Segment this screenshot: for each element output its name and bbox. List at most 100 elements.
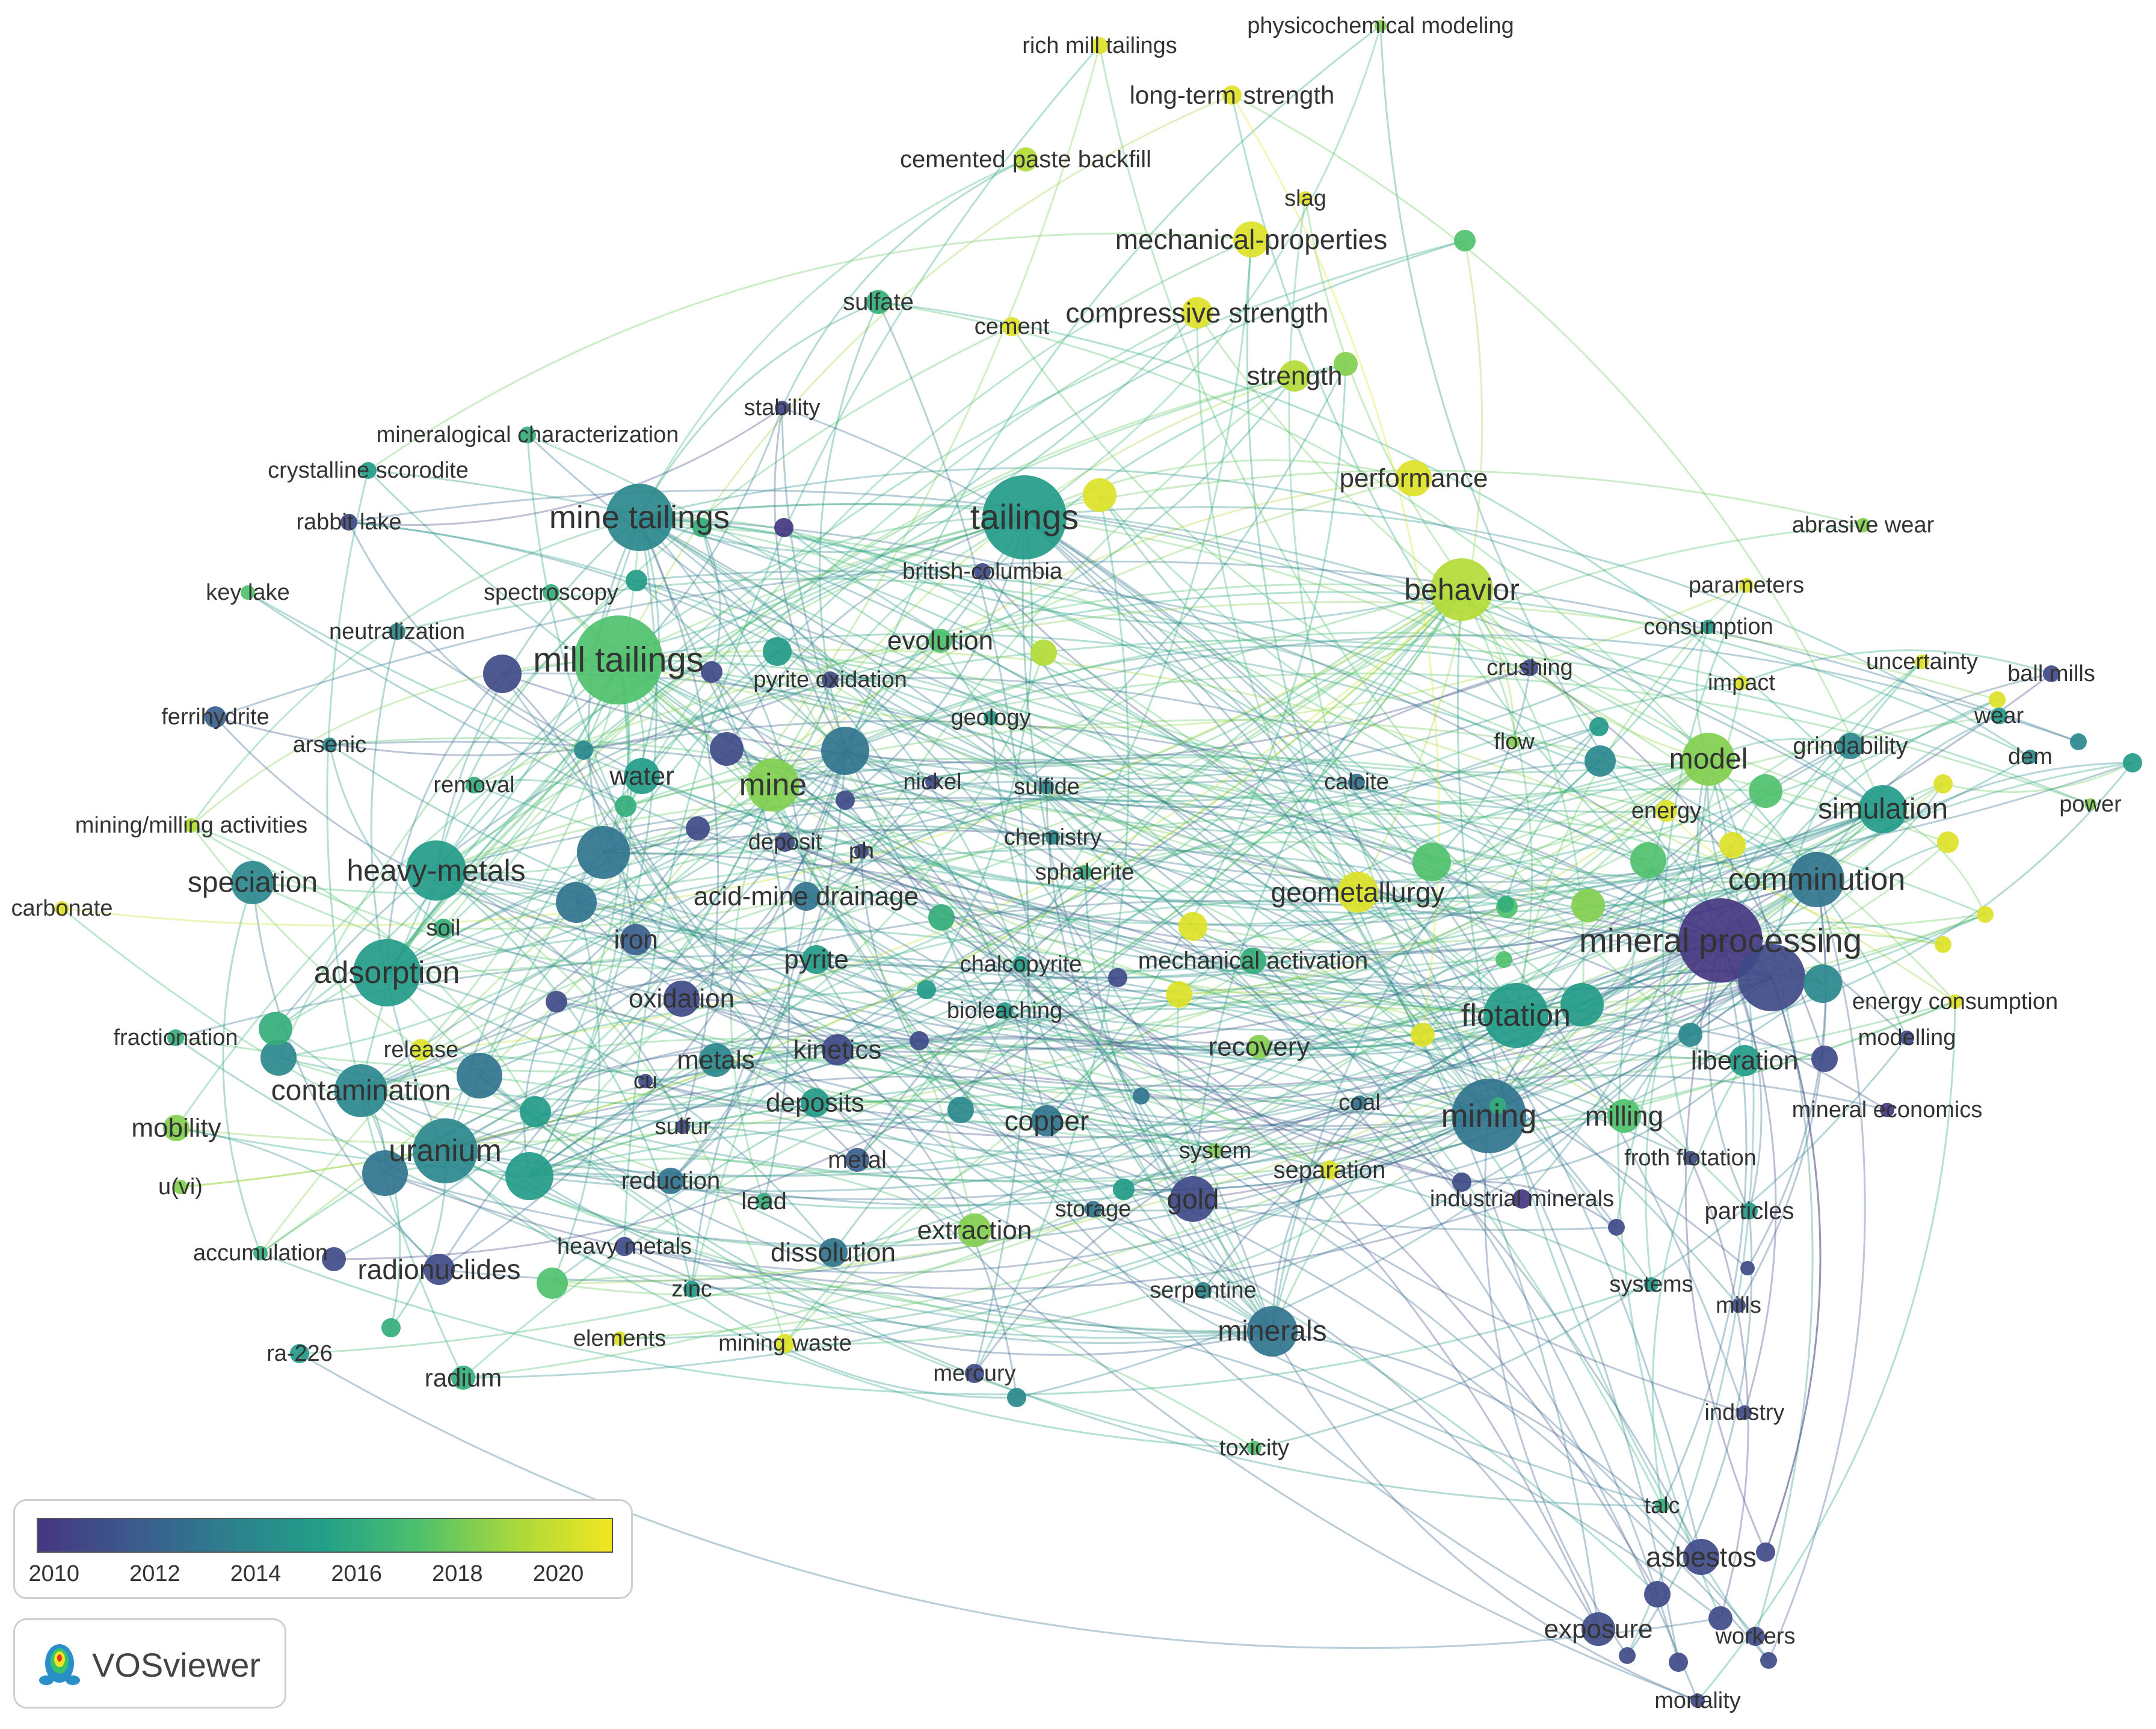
label-consumption[interactable]: consumption	[1643, 614, 1773, 640]
node-mechanical-properties[interactable]	[1233, 221, 1269, 257]
node-power[interactable]	[2084, 798, 2096, 810]
label-evolution[interactable]: evolution	[887, 626, 993, 656]
node[interactable]	[1178, 912, 1207, 941]
node-long-term-strength[interactable]	[1222, 85, 1242, 105]
node[interactable]	[701, 661, 722, 683]
node[interactable]	[483, 655, 522, 693]
node[interactable]	[1749, 774, 1782, 808]
label-mills[interactable]: mills	[1716, 1293, 1761, 1318]
label-simulation[interactable]: simulation	[1818, 794, 1948, 825]
label-chalcopyrite[interactable]: chalcopyrite	[960, 952, 1082, 977]
label-mechanical-properties[interactable]: mechanical-properties	[1115, 224, 1388, 255]
node[interactable]	[1811, 1046, 1838, 1072]
node[interactable]	[1108, 968, 1127, 987]
label-long-term-strength[interactable]: long-term strength	[1130, 81, 1335, 109]
label-liberation[interactable]: liberation	[1691, 1046, 1799, 1076]
node[interactable]	[2070, 733, 2087, 750]
node-simulation[interactable]	[1859, 785, 1907, 833]
node-flow[interactable]	[1508, 736, 1520, 748]
node-separation[interactable]	[1320, 1160, 1339, 1180]
node[interactable]	[1495, 951, 1512, 968]
node-storage[interactable]	[1085, 1201, 1101, 1218]
node[interactable]	[1937, 831, 1959, 853]
node[interactable]	[505, 1152, 553, 1200]
label-slag[interactable]: slag	[1284, 186, 1326, 211]
node-grindability[interactable]	[1837, 733, 1864, 759]
label-zinc[interactable]: zinc	[671, 1277, 712, 1302]
label-spectroscopy[interactable]: spectroscopy	[484, 580, 618, 605]
label-chemistry[interactable]: chemistry	[1004, 825, 1102, 850]
node-mineral-economics[interactable]	[1880, 1103, 1894, 1117]
node[interactable]	[259, 1012, 292, 1046]
node[interactable]	[1630, 842, 1666, 878]
node-neutralization[interactable]	[389, 623, 405, 640]
node[interactable]	[1760, 1652, 1777, 1669]
label-arsenic[interactable]: arsenic	[293, 732, 367, 757]
label-iron[interactable]: iron	[614, 925, 658, 955]
label-mine-tailings[interactable]: mine tailings	[549, 499, 730, 535]
node[interactable]	[1452, 1173, 1471, 1192]
label-physicochemical-modeling[interactable]: physicochemical modeling	[1247, 13, 1514, 39]
node[interactable]	[1489, 1097, 1506, 1114]
node-ferrihydrite[interactable]	[205, 706, 226, 728]
label-pyrite[interactable]: pyrite	[784, 945, 849, 975]
node-industrial-minerals[interactable]	[1512, 1189, 1532, 1209]
label-energy-consumption[interactable]: energy consumption	[1852, 989, 2058, 1014]
node[interactable]	[260, 1040, 297, 1076]
node-modelling[interactable]	[1900, 1031, 1914, 1045]
label-lead[interactable]: lead	[741, 1188, 787, 1215]
label-acid-mine-drainage[interactable]: acid-mine drainage	[694, 882, 919, 911]
node-sulfide[interactable]	[1040, 780, 1054, 794]
node-liberation[interactable]	[1729, 1045, 1760, 1076]
node-u-vi[interactable]	[173, 1180, 188, 1194]
node-abrasive-wear[interactable]	[1856, 518, 1870, 532]
label-workers[interactable]: workers	[1714, 1624, 1795, 1649]
node[interactable]	[556, 882, 597, 923]
label-mortality[interactable]: mortality	[1654, 1688, 1741, 1713]
node-heavy-metals[interactable]	[615, 1237, 634, 1256]
label-geology[interactable]: geology	[950, 705, 1030, 730]
node[interactable]	[686, 816, 710, 840]
node-talc[interactable]	[1655, 1499, 1669, 1513]
node-release[interactable]	[410, 1039, 432, 1061]
node-stability[interactable]	[775, 401, 789, 415]
label-milling[interactable]: milling	[1585, 1100, 1663, 1132]
node-kinetics[interactable]	[822, 1034, 853, 1065]
node-mine[interactable]	[747, 759, 799, 812]
label-compressive-strength[interactable]: compressive strength	[1065, 297, 1328, 328]
label-sulfate[interactable]: sulfate	[843, 289, 914, 315]
node[interactable]	[520, 1096, 551, 1127]
node-systems[interactable]	[1644, 1277, 1659, 1292]
label-minerals[interactable]: minerals	[1218, 1316, 1326, 1348]
node-metal[interactable]	[845, 1148, 869, 1172]
label-rabbit-lake[interactable]: rabbit lake	[296, 510, 401, 535]
label-storage[interactable]: storage	[1055, 1197, 1132, 1222]
node-compressive-strength[interactable]	[1181, 297, 1213, 328]
label-performance[interactable]: performance	[1339, 464, 1488, 493]
label-flow[interactable]: flow	[1494, 729, 1535, 754]
node[interactable]	[1560, 983, 1604, 1026]
label-toxicity[interactable]: toxicity	[1219, 1435, 1289, 1461]
node-uranium[interactable]	[413, 1118, 478, 1183]
node-wear[interactable]	[1991, 707, 2007, 724]
label-serpentine[interactable]: serpentine	[1150, 1278, 1256, 1303]
node-dissolution[interactable]	[819, 1238, 848, 1267]
label-speciation[interactable]: speciation	[188, 867, 318, 899]
node[interactable]	[1935, 936, 1951, 953]
label-ra-226[interactable]: ra-226	[266, 1341, 333, 1366]
node[interactable]	[1719, 832, 1746, 858]
node-pyrite-oxidation[interactable]	[822, 671, 839, 688]
node-ball-mills[interactable]	[2043, 665, 2060, 682]
node-chemistry[interactable]	[1046, 830, 1060, 845]
label-geometallurgy[interactable]: geometallurgy	[1271, 877, 1445, 908]
node-mineral-processing[interactable]	[1678, 898, 1763, 982]
node[interactable]	[1608, 1219, 1625, 1236]
label-particles[interactable]: particles	[1705, 1198, 1794, 1224]
node-mills[interactable]	[1731, 1298, 1746, 1313]
label-systems[interactable]: systems	[1609, 1272, 1693, 1297]
label-asbestos[interactable]: asbestos	[1646, 1541, 1757, 1573]
label-cement[interactable]: cement	[975, 314, 1050, 339]
node-consumption[interactable]	[1701, 620, 1716, 634]
node-accumulation[interactable]	[253, 1246, 268, 1260]
node[interactable]	[1585, 745, 1616, 777]
